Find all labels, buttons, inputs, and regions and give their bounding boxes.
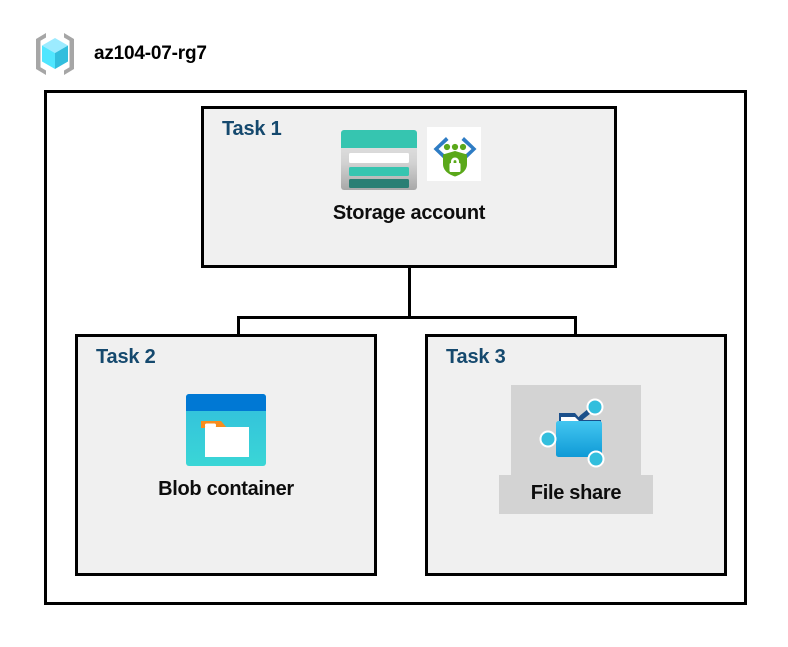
task-1-box: Task 1: [201, 106, 617, 268]
file-share-caption: File share: [498, 475, 654, 514]
storage-account-icon: [338, 127, 420, 193]
resource-group-title: az104-07-rg7: [94, 43, 207, 64]
secure-endpoint-shield-icon: [426, 127, 481, 181]
blob-container-caption: Blob container: [158, 478, 294, 500]
file-share-icon: [511, 385, 641, 475]
blob-container-icon: [183, 391, 269, 469]
resource-group-container: Task 1: [44, 90, 747, 605]
storage-account-icon-row: [338, 127, 481, 193]
resource-group-header: az104-07-rg7: [30, 26, 207, 82]
storage-account-caption: Storage account: [332, 202, 486, 224]
resource-group-icon: [30, 29, 80, 79]
task-1-label: Task 1: [222, 118, 282, 140]
file-share-node[interactable]: File share: [428, 385, 724, 514]
blob-container-node[interactable]: Blob container: [78, 391, 374, 501]
connector-branch-bus: [237, 316, 577, 319]
task-3-label: Task 3: [446, 346, 506, 368]
connector-storage-trunk: [408, 268, 411, 316]
task-3-box: Task 3: [425, 334, 727, 576]
task-2-label: Task 2: [96, 346, 156, 368]
storage-account-node[interactable]: Storage account: [204, 127, 614, 225]
task-2-box: Task 2: [75, 334, 377, 576]
